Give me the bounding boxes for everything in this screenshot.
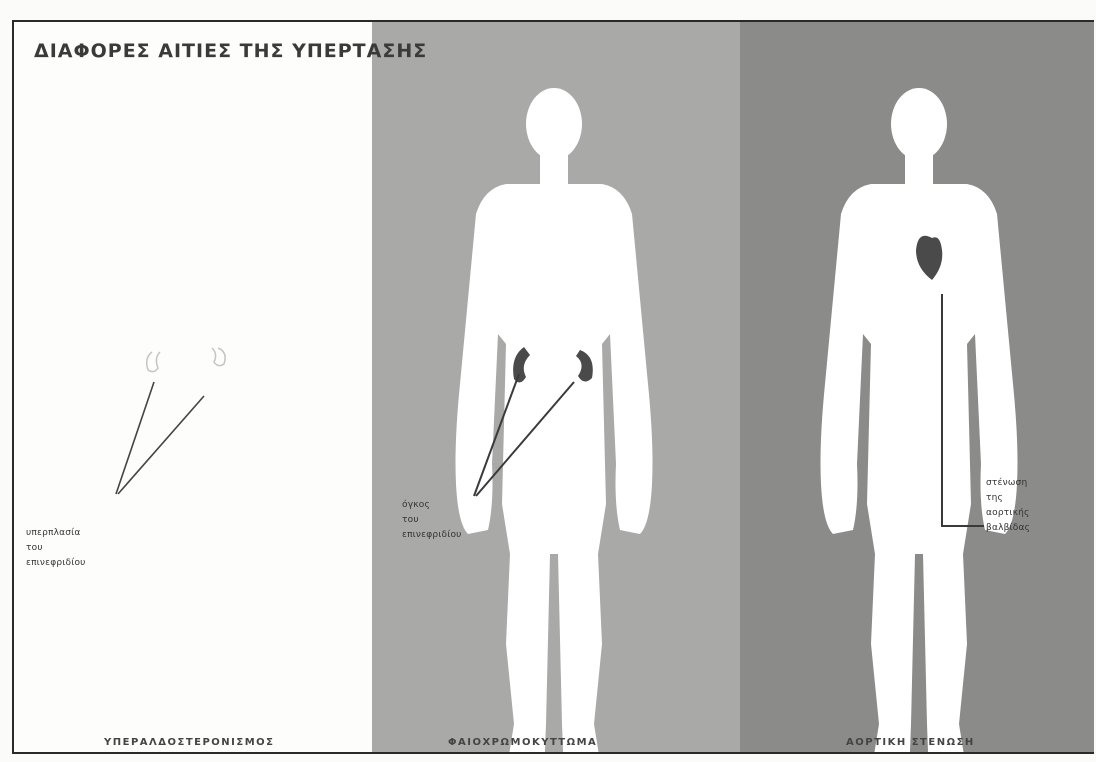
label-adrenal-tumor: όγκος του επινεφριδίου xyxy=(402,498,462,543)
figure-title: ΔΙΑΦΟΡΕΣ ΑΙΤΙΕΣ ΤΗΣ ΥΠΕΡΤΑΣΗΣ xyxy=(34,40,427,62)
pointer-line xyxy=(116,382,154,494)
illustration-layer xyxy=(14,22,1094,754)
label-adrenal-hyperplasia: υπερπλασία του επινεφριδίου xyxy=(26,526,86,571)
body-silhouette-pheochromocytoma xyxy=(456,88,653,754)
figure-frame: ΔΙΑΦΟΡΕΣ ΑΙΤΙΕΣ ΤΗΣ ΥΠΕΡΤΑΣΗΣ υπερπλασία… xyxy=(12,20,1094,754)
caption-aortic-stenosis: ΑΟΡΤΙΚΗ ΣΤΕΝΩΣΗ xyxy=(846,737,975,748)
caption-pheochromocytoma: ΦΑΙΟΧΡΩΜΟΚΥΤΤΩΜΑ xyxy=(448,737,597,748)
pointer-line xyxy=(118,396,204,494)
adrenal-outlines-hyperaldosteronism xyxy=(116,348,225,494)
body-silhouette-aortic-stenosis xyxy=(821,88,1018,754)
caption-hyperaldosteronism: ΥΠΕΡΑΛΔΟΣΤΕΡΟΝΙΣΜΟΣ xyxy=(104,737,275,748)
label-aortic-valve-stenosis: στένωση της αορτικής βαλβίδας xyxy=(986,476,1030,536)
